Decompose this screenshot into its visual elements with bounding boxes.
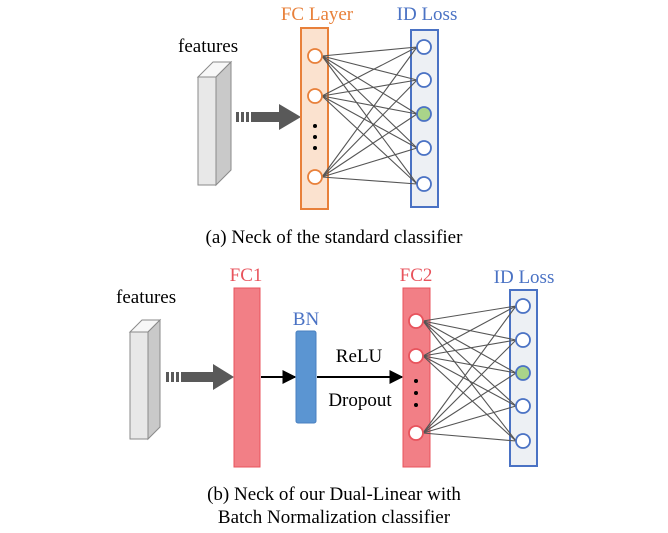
connection-edge bbox=[321, 46, 418, 178]
id-node bbox=[416, 176, 432, 192]
connection-edge bbox=[321, 95, 418, 149]
id-node-highlighted bbox=[515, 365, 531, 381]
id-loss-label-b: ID Loss bbox=[494, 267, 555, 288]
connection-edge bbox=[422, 339, 517, 434]
panel-a: features FC Layer ID Loss bbox=[178, 4, 463, 248]
connection-edge bbox=[321, 113, 418, 178]
connection-edge bbox=[321, 79, 418, 178]
fc-node bbox=[307, 88, 323, 104]
fc1-label: FC1 bbox=[230, 265, 263, 286]
fc2-label: FC2 bbox=[400, 265, 433, 286]
id-node bbox=[515, 332, 531, 348]
connection-edge bbox=[321, 176, 418, 185]
id-node bbox=[515, 298, 531, 314]
connection-edge bbox=[321, 46, 418, 57]
fc2-node bbox=[408, 348, 424, 364]
fc2-node bbox=[408, 313, 424, 329]
ellipsis-dot bbox=[414, 403, 418, 407]
connection-edge bbox=[321, 95, 418, 115]
dropout-label: Dropout bbox=[328, 390, 392, 411]
ellipsis-dot bbox=[313, 124, 317, 128]
connection-edge bbox=[321, 79, 418, 97]
features-label-b: features bbox=[116, 287, 176, 308]
connection-edge bbox=[422, 432, 517, 442]
ellipsis-dot bbox=[414, 379, 418, 383]
connection-edge bbox=[422, 355, 517, 442]
connection-edge bbox=[321, 55, 418, 185]
connection-edge bbox=[422, 339, 517, 357]
id-node bbox=[416, 140, 432, 156]
connection-edge bbox=[422, 372, 517, 434]
connection-edge bbox=[321, 55, 418, 149]
id-node-highlighted bbox=[416, 106, 432, 122]
ellipsis-dot bbox=[313, 135, 317, 139]
connection-edge bbox=[321, 55, 418, 115]
connection-edge bbox=[422, 355, 517, 407]
id-node bbox=[416, 72, 432, 88]
connection-edge bbox=[321, 46, 418, 97]
thick-arrow-b bbox=[166, 364, 234, 390]
fc2-nodes bbox=[408, 313, 424, 441]
fc2-node bbox=[408, 425, 424, 441]
id-node bbox=[515, 433, 531, 449]
fc-layer-nodes bbox=[307, 48, 323, 185]
fc-node bbox=[307, 48, 323, 64]
connections-a bbox=[321, 46, 418, 185]
id-node bbox=[515, 398, 531, 414]
fc1-box bbox=[233, 287, 261, 468]
features-label-a: features bbox=[178, 36, 238, 57]
connection-edge bbox=[422, 355, 517, 374]
caption-b-line2: Batch Normalization classifier bbox=[218, 507, 451, 528]
ellipsis-dot bbox=[414, 391, 418, 395]
thick-arrow-a bbox=[236, 104, 301, 130]
connection-edge bbox=[422, 305, 517, 357]
ellipsis-dot bbox=[313, 146, 317, 150]
id-loss-nodes-a bbox=[416, 39, 432, 192]
caption-b-line1: (b) Neck of our Dual-Linear with bbox=[207, 484, 461, 505]
bn-label: BN bbox=[293, 309, 320, 330]
fc-layer-label: FC Layer bbox=[281, 4, 354, 25]
bn-box bbox=[295, 330, 317, 424]
id-loss-label-a: ID Loss bbox=[397, 4, 458, 25]
connection-edge bbox=[422, 405, 517, 434]
connection-edge bbox=[422, 305, 517, 322]
connection-edge bbox=[321, 55, 418, 81]
id-loss-nodes-b bbox=[515, 298, 531, 449]
connection-edge bbox=[321, 147, 418, 178]
connection-edge bbox=[422, 320, 517, 374]
connections-b bbox=[422, 305, 517, 442]
fc-node bbox=[307, 169, 323, 185]
panel-b: features FC1 BN ReLU Dropout FC2 ID Loss bbox=[116, 265, 554, 528]
connection-edge bbox=[422, 320, 517, 407]
feature-block-a bbox=[196, 60, 233, 187]
feature-block-b bbox=[128, 318, 162, 441]
id-node bbox=[416, 39, 432, 55]
caption-a: (a) Neck of the standard classifier bbox=[206, 227, 464, 248]
connection-edge bbox=[321, 95, 418, 185]
relu-label: ReLU bbox=[336, 346, 383, 367]
connection-edge bbox=[422, 305, 517, 434]
